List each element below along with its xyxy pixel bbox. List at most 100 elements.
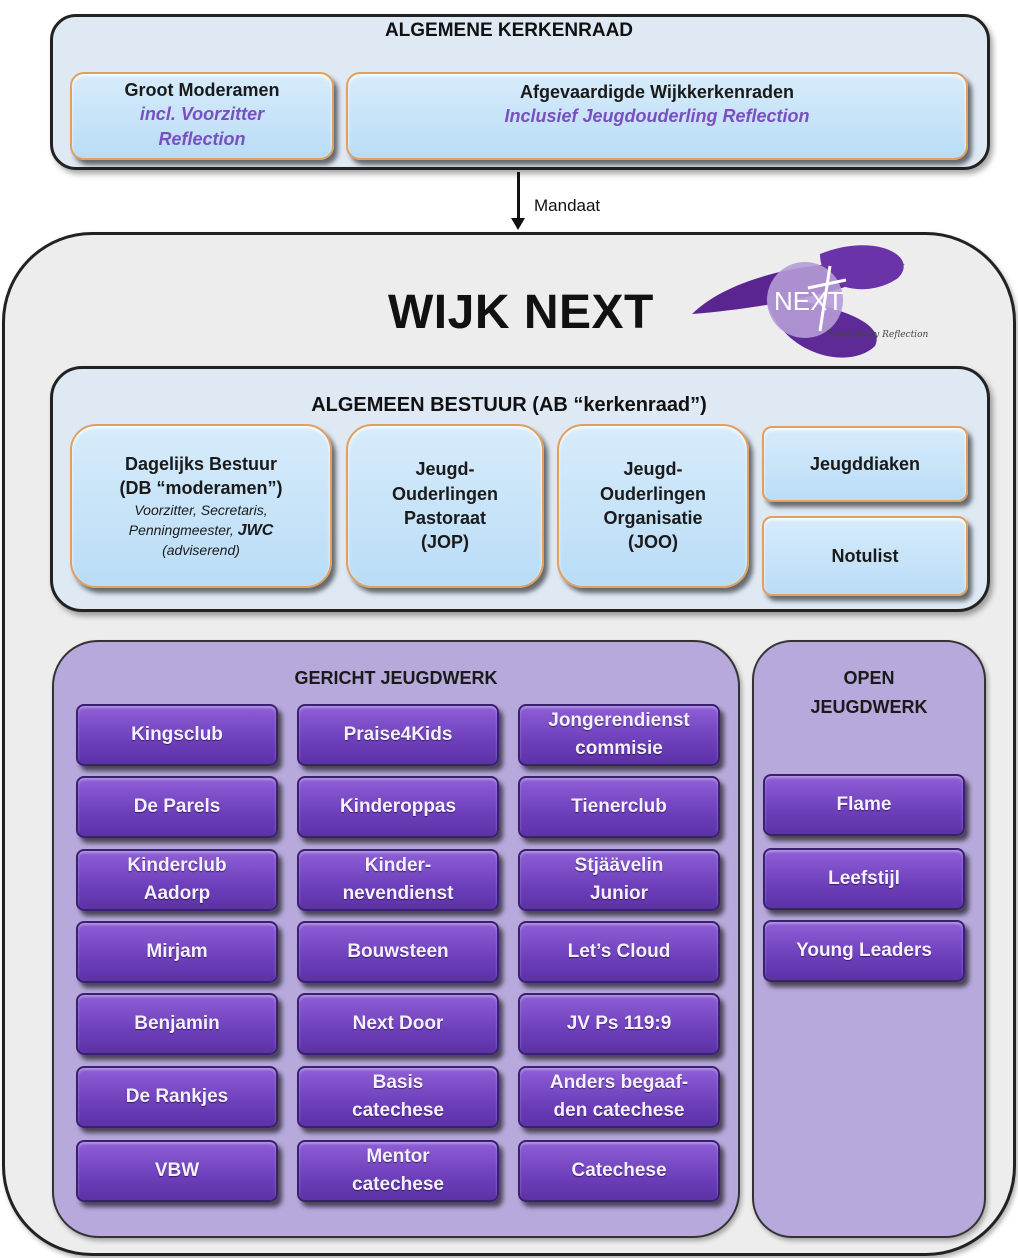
arrow-down-icon [511,218,525,230]
jeugdwerk-item-line-2: den catechese [553,1100,685,1121]
jeugdwerk-item[interactable]: Catechese [518,1140,720,1202]
jeugdwerk-item-line-2: nevendienst [342,883,454,904]
jeugdwerk-item-line-1: Let’s Cloud [567,941,671,963]
mandaat-label: Mandaat [534,196,601,215]
jeugdwerk-item-line-1: Next Door [352,1013,444,1035]
jeugdwerk-item-line-2: commisie [575,738,663,759]
jeugdwerk-item-line-2: Junior [589,883,649,904]
db-roles-1: Voorzitter, Secretaris, [134,501,268,518]
jeugdwerk-item[interactable]: Mentor catechese [297,1140,499,1202]
notulist-label: Notulist [831,545,899,566]
jeugdwerk-item-label: Mentor catechese [352,1143,444,1198]
algemene-kerkenraad-title: ALGEMENE KERKENRAAD [384,20,634,41]
joo-line-2: Ouderlingen [599,483,706,504]
afgevaardigde-wijkkerkenraden-box: Afgevaardigde Wijkkerkenraden Inclusief … [346,72,968,160]
jeugdwerk-item[interactable]: Kinderoppas [297,776,499,838]
jop-line-3: Pastoraat [403,508,487,528]
jeugdwerk-item-line-1: JV Ps 119:9 [566,1013,672,1035]
dagelijks-bestuur-box: Dagelijks Bestuur (DB “moderamen”) Voorz… [70,424,332,588]
jeugdwerk-item-label: De Parels [134,793,221,821]
db-roles-3: (adviserend) [162,542,240,559]
jeugddiaken-label: Jeugddiaken [809,453,921,474]
open-title-line-1: OPEN [843,668,895,688]
jeugdwerk-item[interactable]: Let’s Cloud [518,921,720,983]
jeugdwerk-item-line-1: VBW [154,1160,200,1182]
jeugdwerk-item[interactable]: Benjamin [76,993,278,1055]
jeugdwerk-item[interactable]: Basis catechese [297,1066,499,1128]
gericht-jeugdwerk-title: GERICHT JEUGDWERK [294,668,498,688]
jeugdwerk-item[interactable]: Kinder-nevendienst [297,849,499,911]
jeugdwerk-item[interactable]: Anders begaaf-den catechese [518,1066,720,1128]
jeugdwerk-item[interactable]: Jongerendienst commisie [518,704,720,766]
open-jeugdwerk-title: OPEN JEUGDWERK [752,664,986,722]
jeugdwerk-item-line-1: De Parels [133,796,221,818]
jeugdwerk-item-line-1: Kinderclub [127,855,227,877]
jeugdwerk-item-line-1: Stjäävelin [574,855,664,877]
groot-moderamen-note-1: incl. Voorzitter [139,104,265,125]
groot-moderamen-note-2: Reflection [158,128,246,149]
open-jeugdwerk-item[interactable]: Leefstijl [763,848,965,910]
groot-moderamen-box: Groot Moderamen incl. Voorzitter Reflect… [70,72,334,160]
jeugdwerk-item-line-1: Mentor [366,1146,430,1168]
jeugdwerk-item[interactable]: Bouwsteen [297,921,499,983]
jeugdwerk-item[interactable]: Next Door [297,993,499,1055]
joo-box: Jeugd- Ouderlingen Organisatie (JOO) [557,424,749,588]
jeugdwerk-item-line-1: Praise4Kids [343,724,453,746]
joo-line-3: Organisatie [603,508,703,528]
jeugdwerk-item[interactable]: Tienerclub [518,776,720,838]
logo-caption: Powered by Reflection [826,330,929,340]
jeugdwerk-item[interactable]: De Rankjes [76,1066,278,1128]
db-label-2: (DB “moderamen”) [119,478,283,499]
jeugdwerk-item[interactable]: Praise4Kids [297,704,499,766]
afgevaardigde-note: Inclusief Jeugdouderling Reflection [504,106,810,127]
jeugdwerk-item-line-1: Jongerendienst [548,710,690,732]
jeugdwerk-item-line-1: Catechese [571,1160,667,1182]
db-roles-penningmeester: Penningmeester, [128,521,234,538]
jeugdwerk-item-label: Let’s Cloud [568,938,671,966]
afgevaardigde-label: Afgevaardigde Wijkkerkenraden [520,82,794,102]
jeugdwerk-item-label: JV Ps 119:9 [567,1010,672,1038]
db-roles-jwc: JWC [237,521,274,539]
jeugdwerk-item[interactable]: De Parels [76,776,278,838]
jeugdwerk-item-line-1: De Rankjes [125,1086,229,1108]
jeugdwerk-item-line-1: Basis [372,1072,424,1094]
jeugddiaken-box: Jeugddiaken [762,426,968,502]
jeugdwerk-item-label: Kinder-nevendienst [343,852,454,907]
jeugdwerk-item-line-2: catechese [352,1174,444,1195]
algemeen-bestuur-title: ALGEMEEN BESTUUR (AB “kerkenraad”) [311,394,707,416]
jeugdwerk-item-label: Praise4Kids [344,721,453,749]
db-roles-2: Penningmeester, JWC [129,520,274,542]
jeugdwerk-item-label: Catechese [571,1157,666,1185]
jeugdwerk-item-line-1: Anders begaaf- [549,1072,689,1094]
groot-moderamen-label: Groot Moderamen [124,80,280,100]
jeugdwerk-item-label: Benjamin [134,1010,220,1038]
jop-line-4: (JOP) [420,532,469,553]
wijk-next-title: WIJK NEXT [388,286,654,339]
open-jeugdwerk-item[interactable]: Young Leaders [763,920,965,982]
jeugdwerk-item-label: VBW [155,1157,199,1185]
jeugdwerk-item-line-2: catechese [352,1100,444,1121]
jeugdwerk-item[interactable]: Kingsclub [76,704,278,766]
jeugdwerk-item-label: Tienerclub [571,793,667,821]
notulist-box: Notulist [762,516,968,596]
jop-box: Jeugd- Ouderlingen Pastoraat (JOP) [346,424,544,588]
jop-line-1: Jeugd- [415,459,475,480]
jeugdwerk-item-label: De Rankjes [126,1083,228,1111]
open-jeugdwerk-item[interactable]: Flame [763,774,965,836]
jeugdwerk-item-label: Kingsclub [131,721,223,749]
joo-line-1: Jeugd- [623,459,683,480]
jeugdwerk-item-label: Jongerendienst commisie [548,707,689,762]
jeugdwerk-item-label: Next Door [353,1010,444,1038]
jeugdwerk-item-line-1: Mirjam [146,941,208,963]
jeugdwerk-item[interactable]: JV Ps 119:9 [518,993,720,1055]
jeugdwerk-item-label: Basis catechese [352,1069,444,1124]
jeugdwerk-item[interactable]: Mirjam [76,921,278,983]
jeugdwerk-item-label: Bouwsteen [347,938,448,966]
jeugdwerk-item[interactable]: VBW [76,1140,278,1202]
jeugdwerk-item-line-1: Kinderoppas [339,796,457,818]
jeugdwerk-item-line-1: Kinder- [364,855,432,877]
jeugdwerk-item-label: Kinderoppas [340,793,456,821]
